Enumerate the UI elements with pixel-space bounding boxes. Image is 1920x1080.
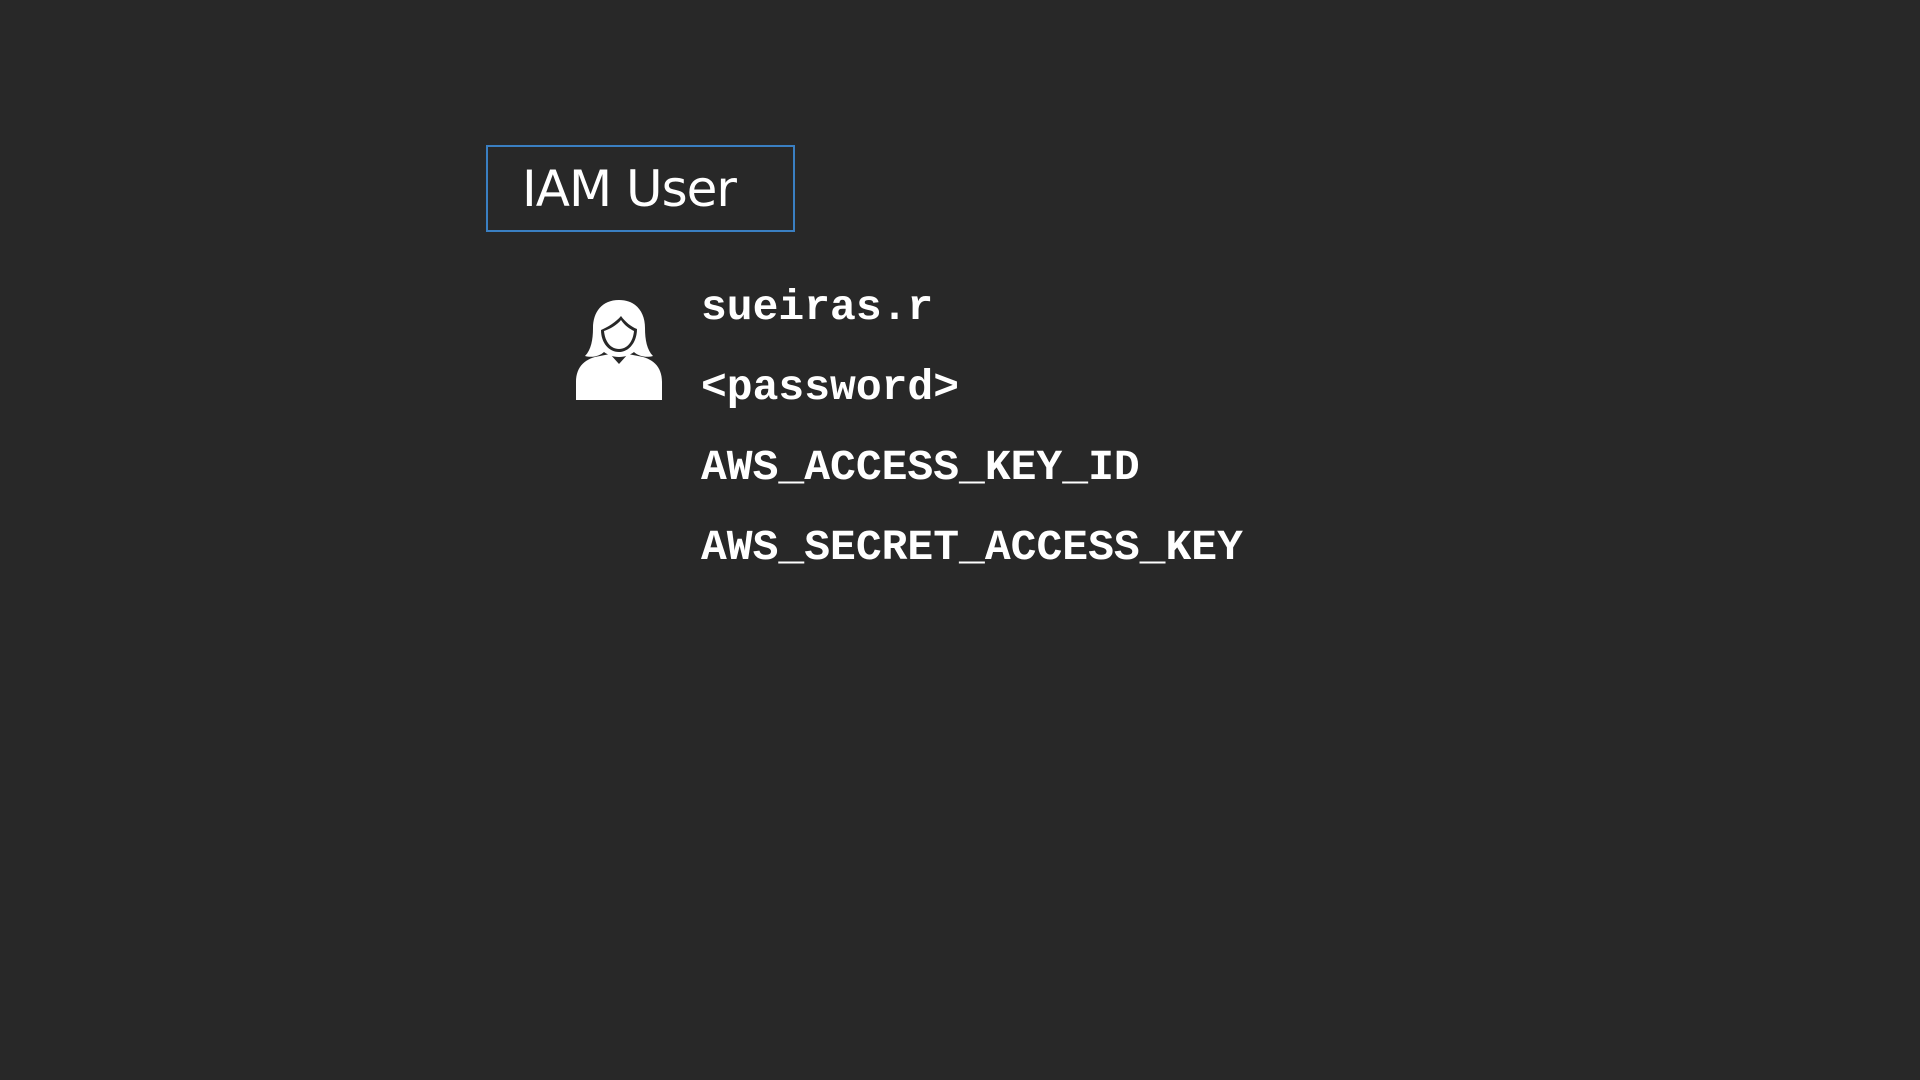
secret-access-key-text: AWS_SECRET_ACCESS_KEY [701,523,1243,572]
password-text: <password> [701,363,960,412]
female-user-icon [576,300,662,400]
access-key-id-text: AWS_ACCESS_KEY_ID [701,443,1140,492]
iam-user-title: IAM User [522,159,737,218]
username-text: sueiras.r [701,283,934,332]
credential-list: sueiras.r <password> AWS_ACCESS_KEY_ID A… [701,283,1243,603]
iam-user-title-box: IAM User [486,145,795,232]
